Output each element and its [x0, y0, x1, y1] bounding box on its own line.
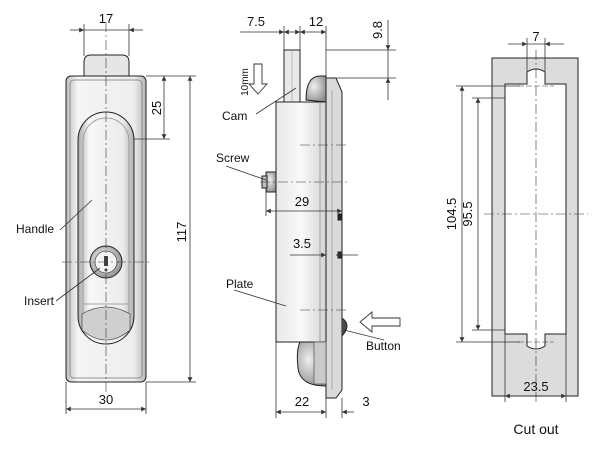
label-plate: Plate [226, 277, 254, 291]
dim-front-height: 117 [174, 222, 189, 243]
dim-front-top-width: 17 [99, 11, 113, 26]
front-dimensions [55, 24, 196, 414]
dim-side-top-offset: 7.5 [247, 14, 265, 29]
dim-side-plate-thickness: 3 [362, 394, 369, 409]
dim-side-top-width: 12 [309, 14, 323, 29]
dim-front-width: 30 [99, 392, 113, 407]
button-press-arrow [359, 311, 401, 333]
cam-travel-arrow: 10mm [240, 63, 269, 96]
front-cam-tab [83, 54, 130, 78]
dim-cutout-slot-width: 7 [532, 29, 539, 44]
side-dimensions [225, 20, 396, 418]
dim-side-gap: 3.5 [293, 236, 311, 251]
cutout-dimension-text: 7 104.5 95.5 23.5 Cut out [444, 29, 559, 437]
cutout-dimensions [456, 38, 567, 402]
label-screw: Screw [216, 151, 250, 165]
side-dimension-text: 7.5 12 9.8 29 3.5 22 3 Cam Screw Plate B… [216, 14, 401, 409]
dim-front-top-offset: 25 [149, 101, 164, 115]
side-view [260, 49, 348, 399]
dim-cutout-width: 23.5 [523, 379, 548, 394]
plate [325, 77, 343, 399]
side-body [275, 101, 327, 343]
dim-cutout-height-outer: 104.5 [444, 198, 459, 231]
label-cam-travel: 10mm [240, 68, 251, 96]
cutout-view [484, 50, 588, 404]
dim-side-top-height: 9.8 [370, 21, 385, 39]
dim-side-depth: 29 [295, 194, 309, 209]
front-dimension-text: 17 25 117 30 Handle Insert [16, 11, 189, 407]
dim-side-body-depth: 22 [295, 394, 309, 409]
label-cutout: Cut out [513, 421, 558, 437]
label-insert: Insert [24, 294, 55, 308]
label-handle: Handle [16, 222, 54, 236]
front-view [62, 22, 152, 392]
button [341, 317, 348, 337]
label-cam: Cam [222, 109, 247, 123]
dim-cutout-height-inner: 95.5 [460, 201, 475, 226]
label-button: Button [366, 339, 401, 353]
